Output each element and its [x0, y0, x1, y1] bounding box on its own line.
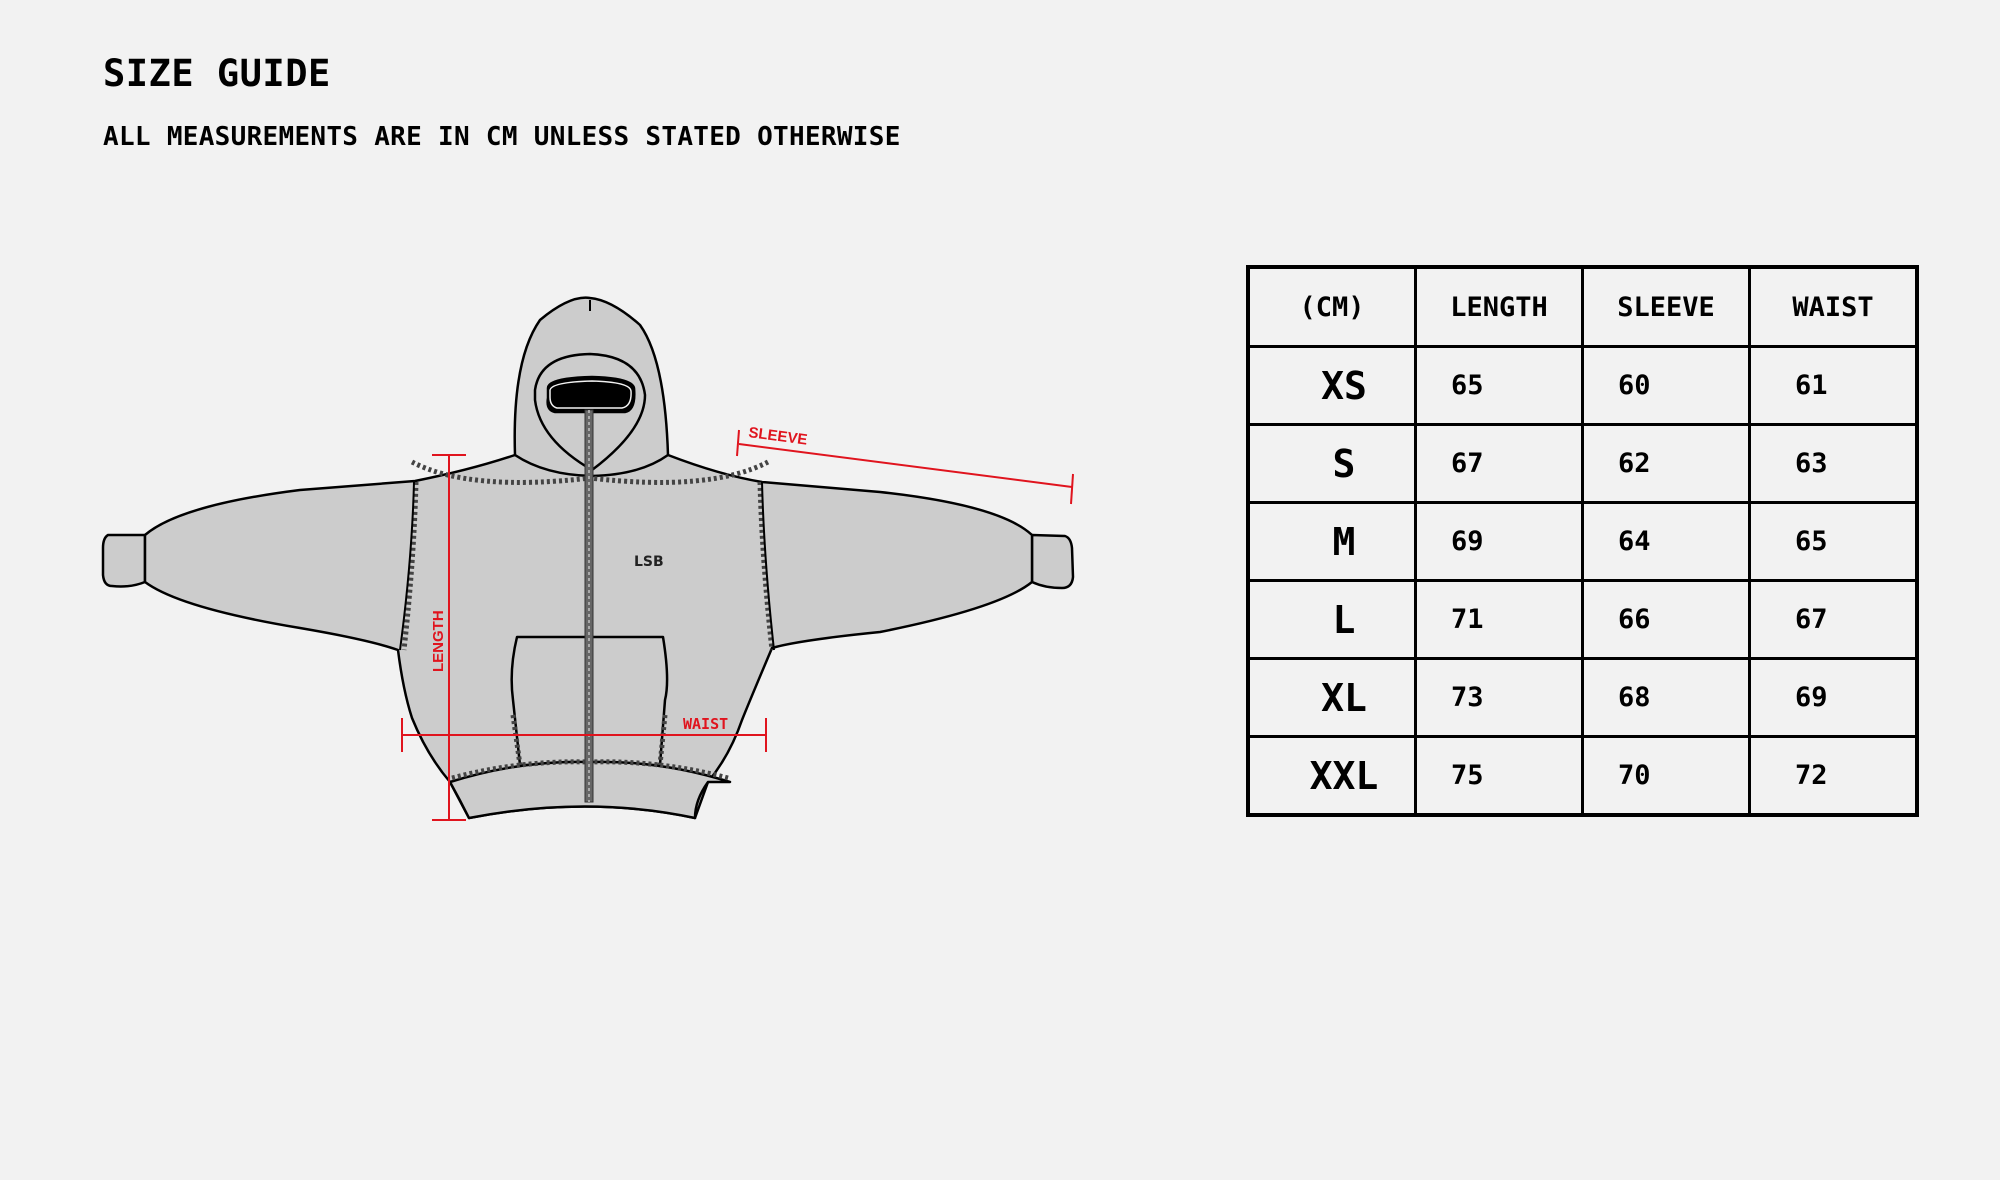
sleeve-cell: 62 [1581, 423, 1751, 504]
sleeve-cell: 66 [1581, 579, 1751, 660]
size-cell: L [1246, 579, 1417, 660]
waist-cell: 72 [1748, 735, 1919, 817]
waist-cell: 67 [1748, 579, 1919, 660]
hoodie-diagram: LSB SLEEVE LENGTH WAIST [101, 296, 1075, 821]
length-label: LENGTH [430, 610, 447, 672]
table-row: XL 73 68 69 [1246, 657, 1919, 738]
waist-cell: 61 [1748, 345, 1919, 426]
header-length: LENGTH [1414, 265, 1584, 348]
header-sleeve: SLEEVE [1581, 265, 1751, 348]
size-cell: XL [1246, 657, 1417, 738]
table-row: XS 65 60 61 [1246, 345, 1919, 426]
length-cell: 65 [1414, 345, 1584, 426]
page-title: SIZE GUIDE [103, 52, 331, 95]
size-cell: M [1246, 501, 1417, 582]
length-cell: 75 [1414, 735, 1584, 817]
header-waist: WAIST [1748, 265, 1919, 348]
brand-logo: LSB [634, 554, 664, 570]
zipper [584, 409, 594, 803]
page-subtitle: ALL MEASUREMENTS ARE IN CM UNLESS STATED… [103, 122, 901, 152]
table-row: XXL 75 70 72 [1246, 735, 1919, 817]
right-cuff [1030, 533, 1075, 590]
waist-cell: 63 [1748, 423, 1919, 504]
size-cell: XS [1246, 345, 1417, 426]
sleeve-cell: 64 [1581, 501, 1751, 582]
measure-lines [401, 429, 1074, 821]
left-cuff [101, 533, 147, 588]
waist-cell: 69 [1748, 657, 1919, 738]
length-cell: 69 [1414, 501, 1584, 582]
length-cell: 67 [1414, 423, 1584, 504]
sleeve-cell: 60 [1581, 345, 1751, 426]
table-header-row: (CM) LENGTH SLEEVE WAIST [1246, 265, 1919, 348]
size-cell: S [1246, 423, 1417, 504]
length-cell: 73 [1414, 657, 1584, 738]
waist-cell: 65 [1748, 501, 1919, 582]
waist-label: WAIST [683, 715, 728, 733]
header-unit: (CM) [1246, 265, 1417, 348]
sleeve-cell: 68 [1581, 657, 1751, 738]
size-cell: XXL [1246, 735, 1417, 817]
stitching [401, 459, 775, 781]
sleeve-cell: 70 [1581, 735, 1751, 817]
table-row: M 69 64 65 [1246, 501, 1919, 582]
size-table: (CM) LENGTH SLEEVE WAIST XS 65 60 61 S 6… [1246, 265, 1919, 817]
length-cell: 71 [1414, 579, 1584, 660]
sleeve-label: SLEEVE [747, 424, 808, 449]
table-row: S 67 62 63 [1246, 423, 1919, 504]
table-row: L 71 66 67 [1246, 579, 1919, 660]
